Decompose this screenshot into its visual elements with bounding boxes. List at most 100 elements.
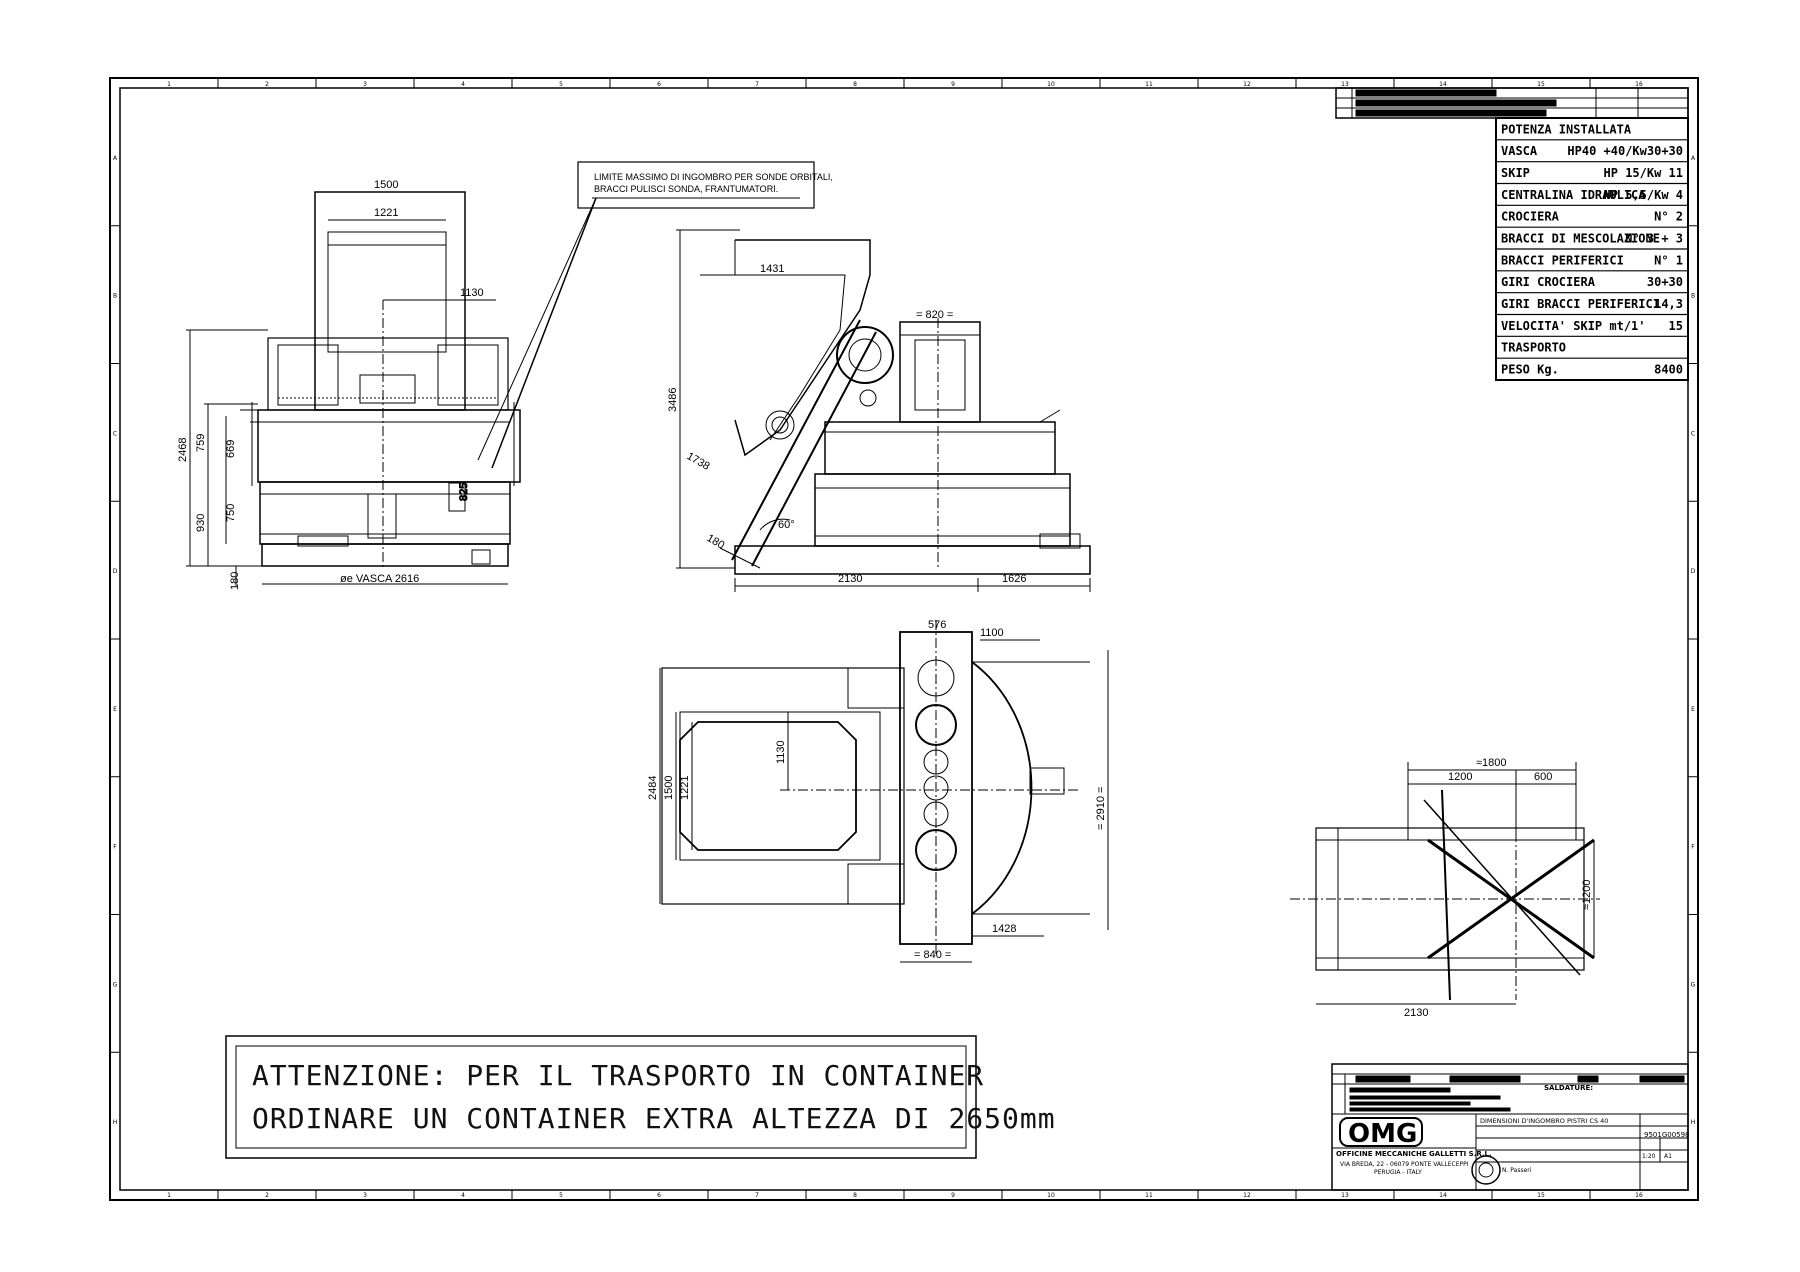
border-row-right: H xyxy=(1691,1119,1696,1126)
side-view-dimensions: 1431 3486 1738 60° 180 = 820 = 2130 1626 xyxy=(667,263,1026,585)
dim-1130-plan: 1130 xyxy=(775,740,787,764)
spec-row-label: GIRI BRACCI PERIFERICI xyxy=(1501,297,1660,311)
dim-2910: = 2910 = xyxy=(1095,787,1107,830)
front-view-dimensions: 1500 1221 1130 2468 759 669 930 750 180 … xyxy=(177,179,484,590)
front-label-825: 825 xyxy=(458,483,470,501)
border-col-top: 8 xyxy=(853,81,857,88)
border-row-right: A xyxy=(1691,155,1696,162)
front-view: 825 xyxy=(186,191,521,586)
border-col-bottom: 3 xyxy=(363,1192,367,1199)
spec-row-label: VELOCITA' SKIP mt/1' xyxy=(1501,319,1646,333)
weld-heading: SALDATURE: xyxy=(1544,1084,1593,1092)
spec-row-label: CENTRALINA IDRAULICA xyxy=(1501,188,1646,202)
border-col-bottom: 2 xyxy=(265,1192,269,1199)
note-line1: LIMITE MASSIMO DI INGOMBRO PER SONDE ORB… xyxy=(594,172,833,182)
dim-600: 600 xyxy=(1534,771,1552,783)
spec-row-label: POTENZA INSTALLATA xyxy=(1501,122,1632,136)
dim-576: 576 xyxy=(928,619,946,631)
border-row-right: B xyxy=(1691,293,1695,300)
dim-1800: ≈1800 xyxy=(1476,757,1507,769)
border-col-bottom: 15 xyxy=(1537,1192,1545,1199)
dim-1500-plan: 1500 xyxy=(663,776,675,800)
dim-1130: 1130 xyxy=(460,287,484,299)
border-row-right: F xyxy=(1691,844,1695,851)
border-col-bottom: 16 xyxy=(1635,1192,1643,1199)
border-col-top: 12 xyxy=(1243,81,1251,88)
company-address1: VIA BREDA, 22 - 06079 PONTE VALLECEPPI xyxy=(1340,1161,1469,1168)
border-row-left: D xyxy=(113,568,118,575)
border-col-bottom: 14 xyxy=(1439,1192,1447,1199)
border-col-top: 11 xyxy=(1145,81,1153,88)
border-col-bottom: 5 xyxy=(559,1192,563,1199)
dim-1431: 1431 xyxy=(760,263,784,275)
dim-1626: 1626 xyxy=(1002,573,1026,585)
dim-2468: 2468 xyxy=(177,438,189,462)
border-col-top: 9 xyxy=(951,81,955,88)
plan-view xyxy=(659,620,1109,963)
border-col-top: 10 xyxy=(1047,81,1055,88)
spec-row-label: TRASPORTO xyxy=(1501,341,1566,355)
border-row-left: E xyxy=(113,706,117,713)
border-row-left: C xyxy=(113,430,117,437)
crosspiece-view xyxy=(1290,762,1600,1005)
company-name: OFFICINE MECCANICHE GALLETTI S.R.L. xyxy=(1336,1150,1492,1158)
border-col-bottom: 7 xyxy=(755,1192,759,1199)
border-row-right: D xyxy=(1691,568,1696,575)
dim-2130-cross: 2130 xyxy=(1404,1007,1428,1019)
revision-block xyxy=(1335,87,1689,119)
spec-row-value: HP 5,5/Kw 4 xyxy=(1604,188,1683,202)
dim-3486: 3486 xyxy=(667,388,679,412)
crosspiece-dimensions: ≈1800 1200 600 ≈1200 2130 xyxy=(1404,757,1593,1019)
dim-669: 669 xyxy=(225,440,237,458)
border-col-bottom: 6 xyxy=(657,1192,661,1199)
drawing-number: 9501G00598 xyxy=(1644,1131,1690,1139)
border-col-top: 2 xyxy=(265,81,269,88)
dim-180-front: 180 xyxy=(229,572,241,590)
dim-930: 930 xyxy=(195,514,207,532)
spec-row-label: PESO Kg. xyxy=(1501,362,1559,376)
border-row-left: F xyxy=(113,844,117,851)
dim-2130-side: 2130 xyxy=(838,573,862,585)
border-col-bottom: 10 xyxy=(1047,1192,1055,1199)
dim-1221-plan: 1221 xyxy=(679,776,691,800)
spec-row-value: 30+30 xyxy=(1647,275,1683,289)
dim-750: 750 xyxy=(225,504,237,522)
dim-1738: 1738 xyxy=(685,450,712,473)
border-row-left: A xyxy=(113,155,118,162)
spec-row-label: VASCA xyxy=(1501,144,1538,158)
border-col-bottom: 13 xyxy=(1341,1192,1349,1199)
border-col-bottom: 9 xyxy=(951,1192,955,1199)
warning-box: ATTENZIONE: PER IL TRASPORTO IN CONTAINE… xyxy=(225,1035,1056,1159)
spec-row-value: HP 15/Kw 11 xyxy=(1604,166,1683,180)
dim-angle-60: 60° xyxy=(778,519,795,531)
border-col-top: 7 xyxy=(755,81,759,88)
border-col-top: 16 xyxy=(1635,81,1643,88)
border-col-top: 5 xyxy=(559,81,563,88)
note-box: LIMITE MASSIMO DI INGOMBRO PER SONDE ORB… xyxy=(477,161,833,469)
drawing-border xyxy=(109,77,1699,1201)
spec-row-label: BRACCI PERIFERICI xyxy=(1501,253,1624,267)
dim-1100: 1100 xyxy=(980,627,1004,639)
dim-1500: 1500 xyxy=(374,179,398,191)
border-col-top: 13 xyxy=(1341,81,1349,88)
border-row-left: G xyxy=(113,981,118,988)
warning-line1: ATTENZIONE: PER IL TRASPORTO IN CONTAINE… xyxy=(252,1059,984,1092)
drawing-sheet-size: A1 xyxy=(1664,1153,1672,1160)
dim-759: 759 xyxy=(195,434,207,452)
border-col-top: 3 xyxy=(363,81,367,88)
spec-row-value: N° 1 xyxy=(1654,253,1683,267)
border-col-top: 14 xyxy=(1439,81,1447,88)
side-view xyxy=(676,229,1091,592)
spec-row-value: N° 3 + 3 xyxy=(1625,231,1683,245)
border-row-right: C xyxy=(1691,430,1695,437)
dim-840: = 840 = xyxy=(914,949,951,961)
dim-1221: 1221 xyxy=(374,207,398,219)
warning-line2: ORDINARE UN CONTAINER EXTRA ALTEZZA DI 2… xyxy=(252,1102,1056,1135)
spec-row-label: BRACCI DI MESCOLAZIONE xyxy=(1501,231,1660,245)
dim-180-side: 180 xyxy=(705,532,727,552)
border-col-top: 1 xyxy=(167,81,171,88)
drawing-title: DIMENSIONI D'INGOMBRO PISTRI CS 40 xyxy=(1480,1117,1608,1125)
border-col-top: 4 xyxy=(461,81,465,88)
